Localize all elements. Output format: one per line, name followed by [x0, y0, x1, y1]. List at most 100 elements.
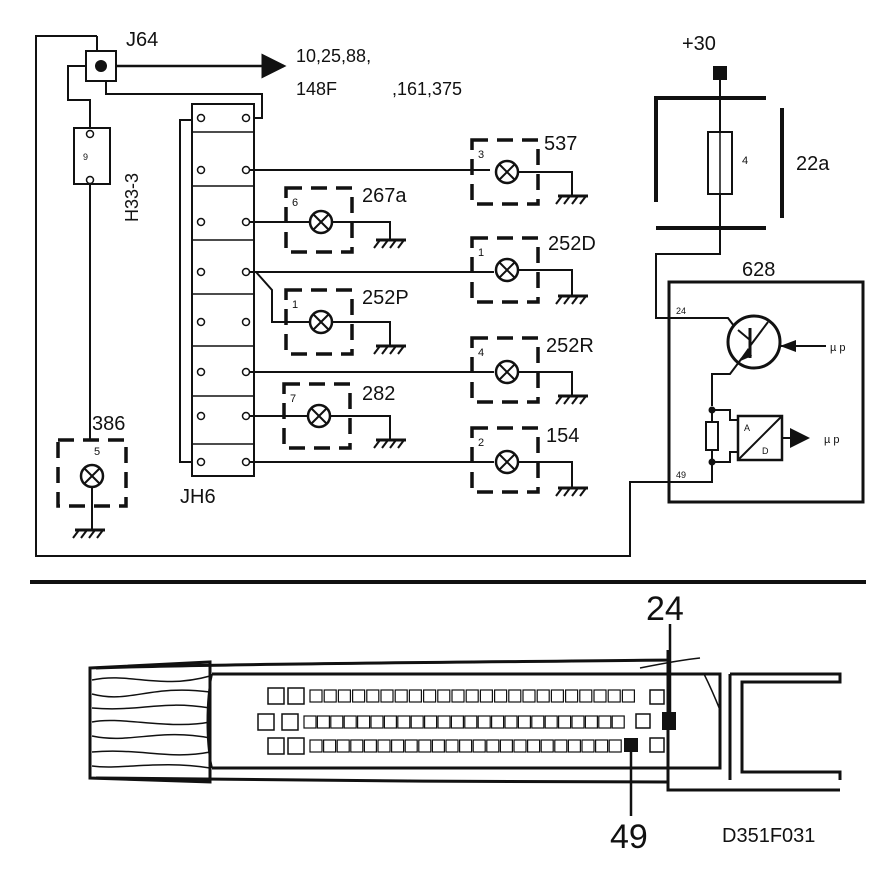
connector-pin-cell [451, 689, 465, 703]
connector-pin-cell [607, 689, 621, 703]
connector-pin-cell [363, 739, 377, 753]
ecu-628 [667, 280, 865, 504]
lamp-537-label: 537 [544, 133, 577, 155]
ecu-connector-drawing [88, 624, 842, 816]
connector-pin-cell [564, 689, 579, 703]
connector-pin-cell [397, 715, 411, 729]
lamp-537-num: 3 [478, 149, 484, 161]
connector-pin-cell [504, 715, 518, 729]
connector-pin-cell [370, 715, 384, 729]
connector-pin-cell [309, 689, 323, 703]
connector-pin-cell [544, 715, 558, 729]
connector-pin-cell [431, 739, 445, 753]
connector-pin-cell [337, 689, 351, 703]
connector-pin-cell [404, 739, 418, 753]
ecu-pin49-label: 49 [676, 470, 686, 480]
lamp-154 [470, 426, 590, 498]
connector-pin-cell [550, 689, 565, 703]
connector-pin-cell [423, 689, 437, 703]
connector-pin-cell [479, 689, 493, 703]
connector-pin-cell [513, 739, 527, 753]
lamp-252D-label: 252D [548, 233, 596, 255]
connector-pin-cell [445, 739, 459, 753]
fuse-box-label: 22a [796, 153, 830, 175]
lamp-267a-label: 267a [362, 185, 407, 207]
connector-pin-cell [437, 689, 451, 703]
ecu-microprocessor-label-1: µ p [830, 342, 846, 354]
connector-pin-cell [584, 715, 599, 729]
connector-pin-cell [621, 689, 636, 703]
j64-splice [67, 36, 287, 128]
lamp-282-num: 7 [290, 393, 296, 405]
fuse-box-22a [654, 66, 784, 319]
destination-line-2a: 148F [296, 79, 337, 99]
h33-connector [73, 127, 111, 440]
adc-d-label: D [762, 446, 769, 456]
connector-pin-cell [394, 689, 408, 703]
lamp-252P-label: 252P [362, 287, 409, 309]
lamp-feed-wires [250, 169, 494, 463]
connector-pin-cell [459, 739, 473, 753]
connector-pin-cell [567, 739, 582, 753]
lamp-386-label: 386 [92, 413, 125, 435]
connector-pin-cell [437, 715, 451, 729]
connector-pin-cell [554, 739, 568, 753]
jh6-label: JH6 [180, 486, 216, 508]
lamp-252D [470, 236, 590, 306]
connector-pin-cell [323, 689, 337, 703]
connector-pin-cell [486, 739, 500, 753]
h33-pin-label: 9 [83, 152, 88, 162]
fuse-number-label: 4 [742, 155, 748, 167]
connector-pin-cell [424, 715, 438, 729]
jh6-junction-block [179, 103, 255, 477]
ecu-label: 628 [742, 259, 775, 281]
pin-24-callout: 24 [646, 590, 684, 628]
connector-pin-cell [526, 739, 541, 753]
lamp-252R [470, 336, 590, 406]
outer-return-wire [35, 35, 669, 557]
connector-pin-cell [477, 715, 491, 729]
connector-pin-cell [330, 715, 344, 729]
ecu-microprocessor-label-2: µ p [824, 434, 840, 446]
connector-pin-cell [323, 739, 337, 753]
connector-pin-cell [316, 715, 330, 729]
connector-pin-cell [418, 739, 432, 753]
connector-pin-cell [531, 715, 545, 729]
lamp-267a-num: 6 [292, 197, 298, 209]
connector-pin-cell [594, 739, 609, 753]
connector-pin-cell [611, 715, 625, 729]
destination-line-1: 10,25,88, [296, 46, 371, 66]
plus30-label: +30 [682, 33, 716, 55]
connector-pin-cell [350, 739, 364, 753]
lamp-282-label: 282 [362, 383, 395, 405]
connector-pin-cell [517, 715, 532, 729]
j64-label: J64 [126, 29, 158, 51]
connector-pin-cell [465, 689, 479, 703]
connector-pin-cell [377, 739, 391, 753]
lamp-386-num: 5 [94, 446, 100, 458]
connector-pin-cell [499, 739, 513, 753]
connector-pin-cell [450, 715, 464, 729]
connector-pin-cell [593, 689, 607, 703]
connector-pin-cell [410, 715, 424, 729]
connector-pin-cell [579, 689, 593, 703]
lamp-252P-num: 1 [292, 299, 298, 311]
connector-pin-cell [391, 739, 405, 753]
lamp-252R-num: 4 [478, 347, 484, 359]
connector-pin-cell [522, 689, 536, 703]
ecu-pin24-label: 24 [676, 306, 686, 316]
drawing-code: D351F031 [722, 825, 815, 847]
connector-pin-cell [508, 689, 522, 703]
lamp-252R-label: 252R [546, 335, 594, 357]
connector-pin-cell [540, 739, 554, 753]
connector-pin-cell [343, 715, 357, 729]
connector-pin-cell [598, 715, 612, 729]
lamp-386 [56, 438, 128, 540]
connector-pin-cell [464, 715, 478, 729]
connector-pin-cell [336, 739, 350, 753]
connector-pin-cell [571, 715, 585, 729]
connector-pin-cell [352, 689, 366, 703]
connector-pin-cell [309, 739, 323, 753]
connector-pin-cell [408, 689, 422, 703]
connector-pin-cell [581, 739, 595, 753]
